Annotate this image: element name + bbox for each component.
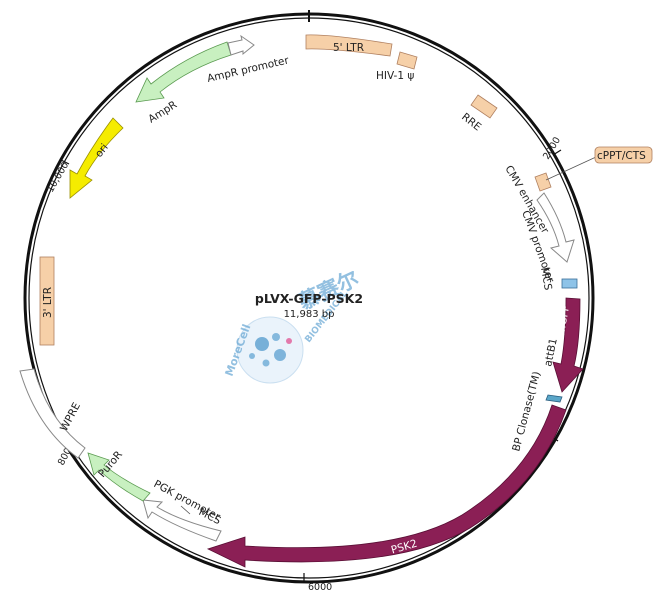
leader-mcs-2 (180, 505, 191, 515)
tick-mark-2000 (552, 149, 562, 156)
feature-ampr (135, 41, 232, 103)
watermark-dot-1 (255, 337, 269, 351)
watermark-dot-2 (272, 333, 280, 341)
label-rre: RRE (459, 111, 483, 134)
feature-ori (69, 117, 124, 199)
plasmid-name: pLVX-GFP-PSK2 (255, 291, 363, 306)
feature-pgk-promoter (142, 499, 222, 542)
callout-cppt (594, 146, 653, 164)
feature-attb1 (545, 394, 563, 403)
feature-cppt (534, 172, 552, 192)
feature-3ltr (39, 256, 55, 346)
tick-label-6000: 6000 (308, 582, 332, 593)
label-ampr: AmpR (146, 99, 179, 126)
label-mcs-1: MCS (538, 266, 554, 291)
label-cppt: cPPT/CTS (597, 150, 646, 162)
watermark-dot-4 (262, 359, 270, 367)
feature-wpre (19, 368, 86, 459)
feature-rre (470, 94, 498, 119)
watermark-dot-6 (249, 353, 255, 359)
feature-cmv-enhancer-promoter (536, 192, 575, 263)
feature-hiv-psi (396, 51, 418, 70)
label-attb1: attB1 (542, 337, 560, 367)
watermark-dot-5 (286, 338, 292, 344)
feature-puror (87, 452, 151, 502)
leader-cppt (545, 156, 597, 181)
label-3ltr: 3' LTR (42, 287, 54, 318)
watermark-logo: MoreCell 慕赛尔 BIOMEDICAL (223, 266, 362, 384)
plasmid-size: 11,983 bp (284, 309, 335, 320)
feature-emgfp (552, 297, 584, 393)
tick-label-10000: 10,000 (45, 160, 71, 194)
label-5ltr: 5' LTR (333, 42, 364, 54)
watermark-logo-circle (236, 316, 304, 384)
watermark-dot-3 (274, 349, 286, 361)
ticks: 2000 4000 6000 8000 10,000 (45, 135, 563, 593)
label-wpre: WPRE (58, 401, 83, 434)
feature-mcs-1 (561, 278, 578, 289)
tick-mark-10000 (60, 159, 70, 165)
label-hiv-psi: HIV-1 ψ (376, 70, 414, 82)
feature-5ltr (305, 34, 393, 57)
feature-psk2 (206, 404, 567, 568)
feature-ampr-promoter (227, 34, 255, 56)
